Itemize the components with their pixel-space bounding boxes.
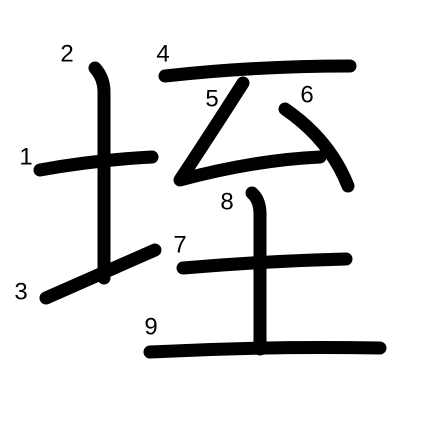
stroke-order-labels: 1 2 3 4 5 6 7 8 9 <box>14 40 313 340</box>
stroke-9 <box>143 341 387 359</box>
stroke-4 <box>158 59 357 83</box>
stroke-number-3: 3 <box>14 278 27 305</box>
stroke-8 <box>245 186 267 356</box>
stroke-number-4: 4 <box>156 40 169 67</box>
stroke-number-2: 2 <box>60 40 73 67</box>
stroke-number-7: 7 <box>173 231 186 258</box>
stroke-2 <box>88 61 111 285</box>
stroke-1 <box>33 150 159 177</box>
stroke-number-8: 8 <box>220 188 233 215</box>
stroke-number-1: 1 <box>19 143 32 170</box>
stroke-3 <box>39 243 162 305</box>
stroke-6 <box>278 102 355 193</box>
character-strokes <box>33 59 387 359</box>
stroke-number-5: 5 <box>205 85 218 112</box>
stroke-number-6: 6 <box>300 81 313 108</box>
stroke-5 <box>173 76 327 187</box>
stroke-number-9: 9 <box>144 313 157 340</box>
